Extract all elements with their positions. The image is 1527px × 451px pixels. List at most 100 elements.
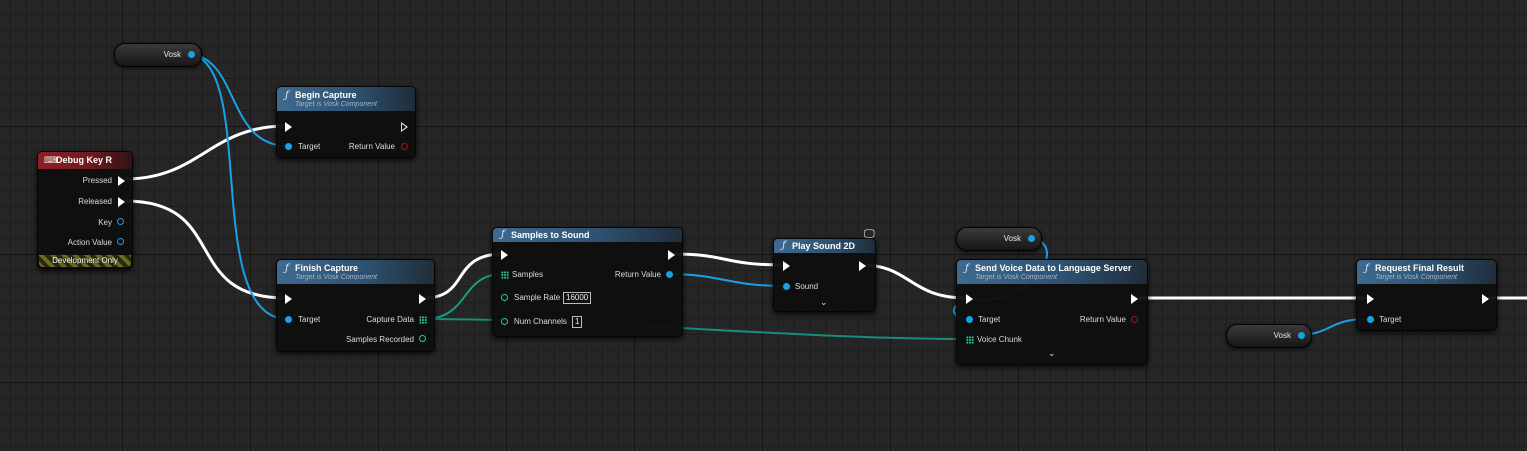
begin-capture-node[interactable]: ƒ Begin Capture Target is Vosk Component… <box>276 86 416 158</box>
pin-label-target: Target <box>978 315 1001 324</box>
object-pin[interactable] <box>1028 235 1035 242</box>
function-icon: ƒ <box>285 90 289 101</box>
sample-rate-pin[interactable] <box>501 294 508 301</box>
pin-label-pressed: Pressed <box>82 176 112 185</box>
exec-in-pin[interactable] <box>966 294 973 304</box>
exec-out-pin[interactable] <box>1131 294 1138 304</box>
node-subtitle: Target is Vosk Component <box>975 274 1057 281</box>
node-title: Debug Key R <box>56 155 113 165</box>
node-header: ƒ Finish Capture Target is Vosk Componen… <box>277 260 434 284</box>
exec-in-pin[interactable] <box>285 122 292 132</box>
num-channels-input[interactable]: 1 <box>572 316 583 328</box>
exec-out-pin[interactable] <box>1482 294 1489 304</box>
pin-label-return-value: Return Value <box>614 270 661 279</box>
pin-label-sound: Sound <box>795 282 819 291</box>
object-wire-samples-sound <box>667 273 784 287</box>
exec-out-pin[interactable] <box>859 261 866 271</box>
capture-data-array-pin[interactable] <box>419 316 427 324</box>
action-value-pin[interactable] <box>117 238 124 245</box>
array-wire-capture-samples <box>423 273 504 320</box>
debug-key-node[interactable]: ⌨ Debug Key R Pressed Released Key Actio… <box>37 151 133 269</box>
pin-label-samples: Samples <box>512 270 544 279</box>
pin-label-samples-recorded: Samples Recorded <box>345 335 414 344</box>
sound-pin[interactable] <box>783 283 790 290</box>
node-subtitle: Target is Vosk Component <box>295 274 377 281</box>
pin-label-key: Key <box>98 218 112 227</box>
return-value-pin[interactable] <box>401 143 408 150</box>
pin-label-target: Target <box>298 315 321 324</box>
play-sound-2d-node[interactable]: ƒ Play Sound 2D Sound ⌄ <box>773 238 876 312</box>
object-pin[interactable] <box>1298 332 1305 339</box>
sample-rate-input[interactable]: 16000 <box>563 292 592 304</box>
variable-label: Vosk <box>1273 331 1291 340</box>
function-icon: ƒ <box>1365 263 1369 274</box>
development-only-label: Development Only <box>52 256 118 265</box>
exec-in-pin[interactable] <box>285 294 292 304</box>
return-value-pin[interactable] <box>666 271 673 278</box>
node-subtitle: Target is Vosk Component <box>295 101 377 108</box>
object-wire-vosk-finish <box>185 53 289 320</box>
pin-label-action-value: Action Value <box>67 238 112 247</box>
exec-in-pin[interactable] <box>783 261 790 271</box>
request-final-result-node[interactable]: ƒ Request Final Result Target is Vosk Co… <box>1356 259 1497 331</box>
function-icon: ƒ <box>782 240 786 251</box>
object-wire-vosk-begin <box>185 53 289 147</box>
samples-recorded-pin[interactable] <box>419 335 426 342</box>
exec-out-pin[interactable] <box>401 122 408 132</box>
node-title: Request Final Result <box>1375 263 1465 273</box>
node-header: ƒ Play Sound 2D <box>774 239 875 253</box>
exec-in-pin[interactable] <box>1367 294 1374 304</box>
exec-wire-play-send <box>860 263 968 300</box>
exec-wire-finish-samples <box>422 252 505 300</box>
node-header: ƒ Send Voice Data to Language Server Tar… <box>957 260 1147 284</box>
monitor-icon: 🖵 <box>864 228 875 240</box>
function-icon: ƒ <box>285 263 289 274</box>
target-pin[interactable] <box>1367 316 1374 323</box>
exec-wire-released-finish <box>123 199 288 300</box>
send-voice-data-node[interactable]: ƒ Send Voice Data to Language Server Tar… <box>956 259 1148 365</box>
pin-label-target: Target <box>298 142 321 151</box>
pin-label-return-value: Return Value <box>348 142 395 151</box>
node-subtitle: Target is Vosk Component <box>1375 274 1457 281</box>
chevron-down-icon[interactable]: ⌄ <box>1048 348 1056 358</box>
exec-wire-samples-play <box>670 252 787 267</box>
node-title: Finish Capture <box>295 263 359 273</box>
node-header: ƒ Begin Capture Target is Vosk Component <box>277 87 415 111</box>
samples-array-pin[interactable] <box>501 271 509 279</box>
node-header: ⌨ Debug Key R <box>38 152 132 169</box>
node-title: Samples to Sound <box>511 230 590 240</box>
target-pin[interactable] <box>285 316 292 323</box>
node-title: Play Sound 2D <box>792 241 856 251</box>
exec-pin-released[interactable] <box>118 197 125 207</box>
pin-label-capture-data: Capture Data <box>366 315 414 324</box>
node-header: ƒ Request Final Result Target is Vosk Co… <box>1357 260 1496 284</box>
vosk-variable-node[interactable]: Vosk <box>1226 324 1312 348</box>
node-title: Send Voice Data to Language Server <box>975 263 1132 273</box>
key-pin[interactable] <box>117 218 124 225</box>
variable-label: Vosk <box>1003 234 1021 243</box>
development-only-banner: Development Only <box>39 255 131 267</box>
node-header: ƒ Samples to Sound <box>493 228 682 242</box>
num-channels-pin[interactable] <box>501 318 508 325</box>
target-pin[interactable] <box>285 143 292 150</box>
variable-label: Vosk <box>163 50 181 59</box>
exec-out-pin[interactable] <box>668 250 675 260</box>
return-value-pin[interactable] <box>1131 316 1138 323</box>
finish-capture-node[interactable]: ƒ Finish Capture Target is Vosk Componen… <box>276 259 435 352</box>
target-pin[interactable] <box>966 316 973 323</box>
function-icon: ƒ <box>501 229 505 240</box>
object-pin[interactable] <box>188 51 195 58</box>
function-icon: ƒ <box>965 263 969 274</box>
pin-label-voice-chunk: Voice Chunk <box>977 335 1022 344</box>
vosk-variable-node[interactable]: Vosk <box>956 227 1042 251</box>
pin-label-num-channels: Num Channels <box>514 317 567 326</box>
keyboard-icon: ⌨ <box>44 155 57 165</box>
exec-in-pin[interactable] <box>501 250 508 260</box>
vosk-variable-node[interactable]: Vosk <box>114 43 202 67</box>
voice-chunk-array-pin[interactable] <box>966 336 974 344</box>
samples-to-sound-node[interactable]: ƒ Samples to Sound Samples Return Value … <box>492 227 683 337</box>
chevron-down-icon[interactable]: ⌄ <box>820 297 828 307</box>
exec-pin-pressed[interactable] <box>118 176 125 186</box>
exec-out-pin[interactable] <box>419 294 426 304</box>
